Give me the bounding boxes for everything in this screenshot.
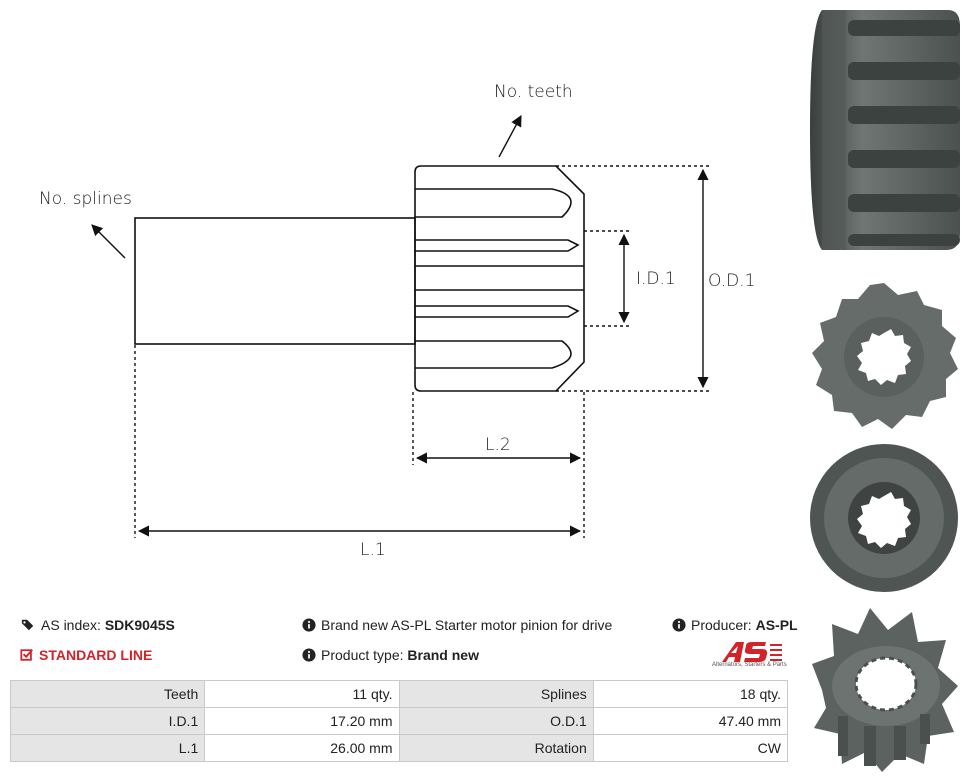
tooth-groove [415, 239, 580, 252]
logo-subtitle: Alternators, Starters & Parts [712, 662, 787, 668]
spec-key: Splines [398, 680, 594, 708]
spec-key: Teeth [9, 680, 206, 708]
gear-outline [414, 165, 585, 392]
tooth-groove [415, 305, 580, 318]
technical-drawing: No. teeth No. splines I.D.1 O.D.1 L.2 L.… [39, 82, 755, 560]
tags-icon [21, 619, 34, 631]
pinion-front-photo [812, 283, 958, 429]
pinion-angled-photo [812, 608, 958, 772]
as-index-value: SDK9045S [104, 617, 175, 633]
product-type-line: Product type: Brand new [302, 647, 479, 663]
producer-label: Producer: [691, 617, 752, 633]
description-text: Brand new AS-PL Starter motor pinion for… [321, 617, 613, 633]
pinion-side-photo [810, 10, 960, 250]
label-id: I.D.1 [636, 269, 676, 289]
info-icon [302, 648, 316, 662]
as-index-line: AS index: SDK9045S [20, 617, 175, 633]
splines-pointer-arrow [91, 224, 126, 259]
spec-key: I.D.1 [9, 707, 206, 735]
label-no-teeth: No. teeth [494, 82, 573, 102]
product-type-value: Brand new [407, 647, 479, 663]
table-row: L.1 26.00 mm Rotation CW [9, 734, 789, 762]
standard-line-line: STANDARD LINE [20, 647, 152, 663]
producer-value: AS-PL [755, 617, 798, 633]
spec-key: L.1 [9, 734, 206, 762]
spec-value: 11 qty. [204, 680, 400, 708]
label-od: O.D.1 [708, 271, 755, 291]
specs-table: Teeth 11 qty. Splines 18 qty. I.D.1 17.2… [9, 680, 789, 762]
info-icon [672, 618, 686, 632]
spec-key: Rotation [398, 734, 594, 762]
as-logo [722, 642, 782, 662]
spec-value: 17.20 mm [204, 707, 400, 735]
table-row: I.D.1 17.20 mm O.D.1 47.40 mm [9, 707, 789, 735]
spec-value: 18 qty. [592, 680, 789, 708]
as-index-label: AS index: [41, 617, 101, 633]
spec-value: 47.40 mm [592, 707, 789, 735]
tooth-groove [415, 340, 572, 369]
pinion-back-photo [810, 444, 958, 592]
shaft-outline [134, 217, 416, 345]
label-l2: L.2 [485, 435, 511, 455]
spec-value: CW [592, 734, 789, 762]
label-no-splines: No. splines [39, 189, 132, 209]
info-icon [302, 618, 316, 632]
spec-key: O.D.1 [398, 707, 594, 735]
checkbox-icon [20, 649, 33, 661]
standard-line-label: STANDARD LINE [39, 647, 153, 663]
description-line: Brand new AS-PL Starter motor pinion for… [302, 617, 612, 633]
tooth-groove [415, 188, 572, 218]
table-row: Teeth 11 qty. Splines 18 qty. [9, 680, 789, 708]
label-l1: L.1 [360, 540, 386, 560]
teeth-pointer-arrow [498, 115, 522, 158]
producer-line: Producer: AS-PL [672, 617, 798, 633]
spec-value: 26.00 mm [204, 734, 400, 762]
product-type-label: Product type: [321, 647, 404, 663]
